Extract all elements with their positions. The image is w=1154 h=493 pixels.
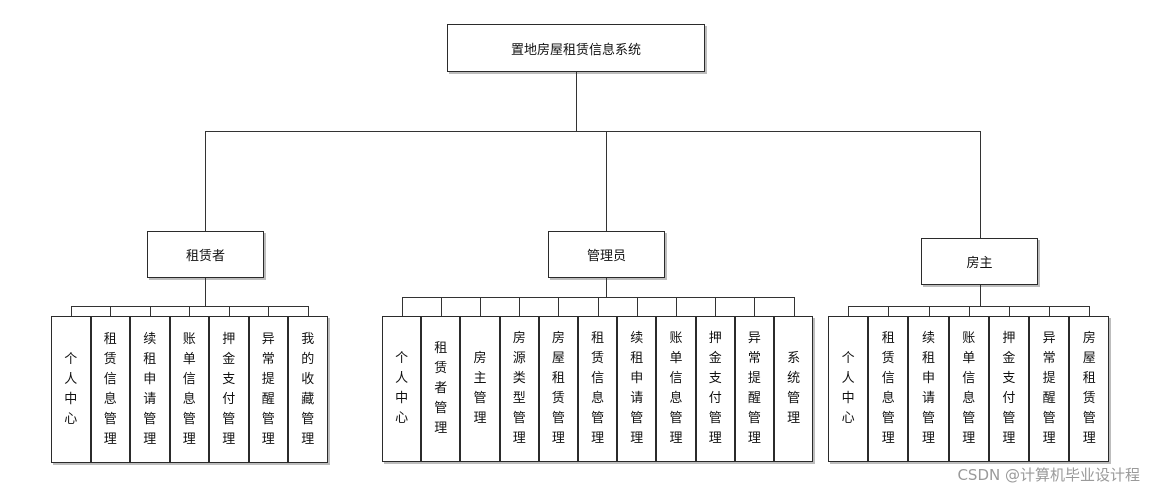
- connector-line: [205, 131, 980, 132]
- connector-line: [150, 306, 151, 316]
- module-node: 我的收藏管理: [288, 316, 328, 463]
- module-label: 续租申请管理: [921, 331, 935, 446]
- connector-line: [637, 297, 638, 316]
- module-node: 续租申请管理: [908, 316, 949, 462]
- module-label: 账单信息管理: [962, 331, 976, 446]
- connector-line: [576, 72, 577, 131]
- module-label: 续租申请管理: [143, 331, 157, 447]
- module-node: 个人中心: [828, 316, 869, 462]
- module-node: 续租申请管理: [617, 316, 657, 462]
- module-node: 房屋租赁管理: [1069, 316, 1110, 462]
- module-label: 账单信息管理: [669, 331, 683, 446]
- module-label: 账单信息管理: [182, 331, 196, 447]
- connector-line: [1049, 306, 1050, 316]
- group-node-landlord: 房主: [921, 238, 1038, 285]
- module-node: 房源类型管理: [499, 316, 539, 462]
- module-label: 异常提醒管理: [747, 331, 761, 446]
- module-label: 个人中心: [841, 351, 855, 426]
- connector-line: [888, 306, 889, 316]
- group-label: 租赁者: [185, 249, 225, 264]
- connector-line: [969, 306, 970, 316]
- group-label: 房主: [966, 256, 993, 271]
- connector-line: [519, 297, 520, 316]
- module-node: 个人中心: [51, 316, 91, 463]
- module-node: 账单信息管理: [169, 316, 209, 463]
- module-label: 租赁信息管理: [591, 331, 605, 446]
- module-label: 个人中心: [64, 351, 78, 427]
- connector-line: [754, 297, 755, 316]
- connector-line: [598, 297, 599, 316]
- connector-line: [606, 278, 607, 297]
- module-node: 租赁信息管理: [578, 316, 618, 462]
- module-node: 异常提醒管理: [1029, 316, 1070, 462]
- connector-line: [848, 306, 849, 316]
- root-label: 置地房屋租赁信息系统: [510, 42, 641, 58]
- module-node: 押金支付管理: [209, 316, 249, 463]
- watermark: CSDN @计算机毕业设计程: [957, 466, 1140, 484]
- connector-line: [189, 306, 190, 316]
- module-node: 异常提醒管理: [248, 316, 288, 463]
- module-node: 租赁信息管理: [868, 316, 909, 462]
- connector-line: [205, 278, 206, 306]
- module-node: 异常提醒管理: [734, 316, 774, 462]
- connector-line: [229, 306, 230, 316]
- module-label: 异常提醒管理: [261, 331, 275, 447]
- group-label: 管理员: [586, 249, 626, 264]
- module-node: 押金支付管理: [988, 316, 1029, 462]
- module-node: 押金支付管理: [695, 316, 735, 462]
- connector-line: [794, 297, 795, 316]
- module-label: 续租申请管理: [630, 331, 644, 446]
- module-node: 账单信息管理: [948, 316, 989, 462]
- module-node: 系统管理: [774, 316, 814, 462]
- connector-line: [308, 306, 309, 316]
- module-label: 我的收藏管理: [301, 331, 315, 447]
- connector-line: [480, 297, 481, 316]
- module-label: 房主管理: [473, 351, 487, 426]
- connector-line: [929, 306, 930, 316]
- module-node: 租赁者管理: [421, 316, 461, 462]
- module-label: 租赁信息管理: [103, 331, 117, 447]
- connector-line: [980, 285, 981, 306]
- module-node: 房屋租赁管理: [538, 316, 578, 462]
- module-node: 续租申请管理: [130, 316, 170, 463]
- module-label: 房源类型管理: [512, 331, 526, 446]
- connector-line: [558, 297, 559, 316]
- group-node-admin: 管理员: [548, 231, 665, 278]
- module-node: 租赁信息管理: [90, 316, 130, 463]
- module-label: 异常提醒管理: [1042, 331, 1056, 446]
- module-label: 系统管理: [787, 351, 801, 426]
- module-node: 账单信息管理: [656, 316, 696, 462]
- module-label: 押金支付管理: [222, 331, 236, 447]
- module-node: 房主管理: [460, 316, 500, 462]
- module-label: 个人中心: [395, 351, 409, 426]
- connector-line: [606, 131, 607, 231]
- connector-line: [1009, 306, 1010, 316]
- connector-line: [715, 297, 716, 316]
- connector-line: [1089, 306, 1090, 316]
- module-label: 房屋租赁管理: [551, 331, 565, 446]
- module-label: 押金支付管理: [1002, 331, 1016, 446]
- module-label: 房屋租赁管理: [1082, 331, 1096, 446]
- connector-line: [980, 131, 981, 238]
- group-node-tenant: 租赁者: [147, 231, 264, 278]
- module-label: 租赁信息管理: [881, 331, 895, 446]
- connector-line: [268, 306, 269, 316]
- module-node: 个人中心: [382, 316, 422, 462]
- module-label: 押金支付管理: [708, 331, 722, 446]
- connector-line: [110, 306, 111, 316]
- root-node: 置地房屋租赁信息系统: [447, 24, 705, 72]
- connector-line: [71, 306, 72, 316]
- connector-line: [441, 297, 442, 316]
- connector-line: [205, 131, 206, 231]
- module-label: 租赁者管理: [434, 341, 448, 436]
- connector-line: [676, 297, 677, 316]
- connector-line: [402, 297, 403, 316]
